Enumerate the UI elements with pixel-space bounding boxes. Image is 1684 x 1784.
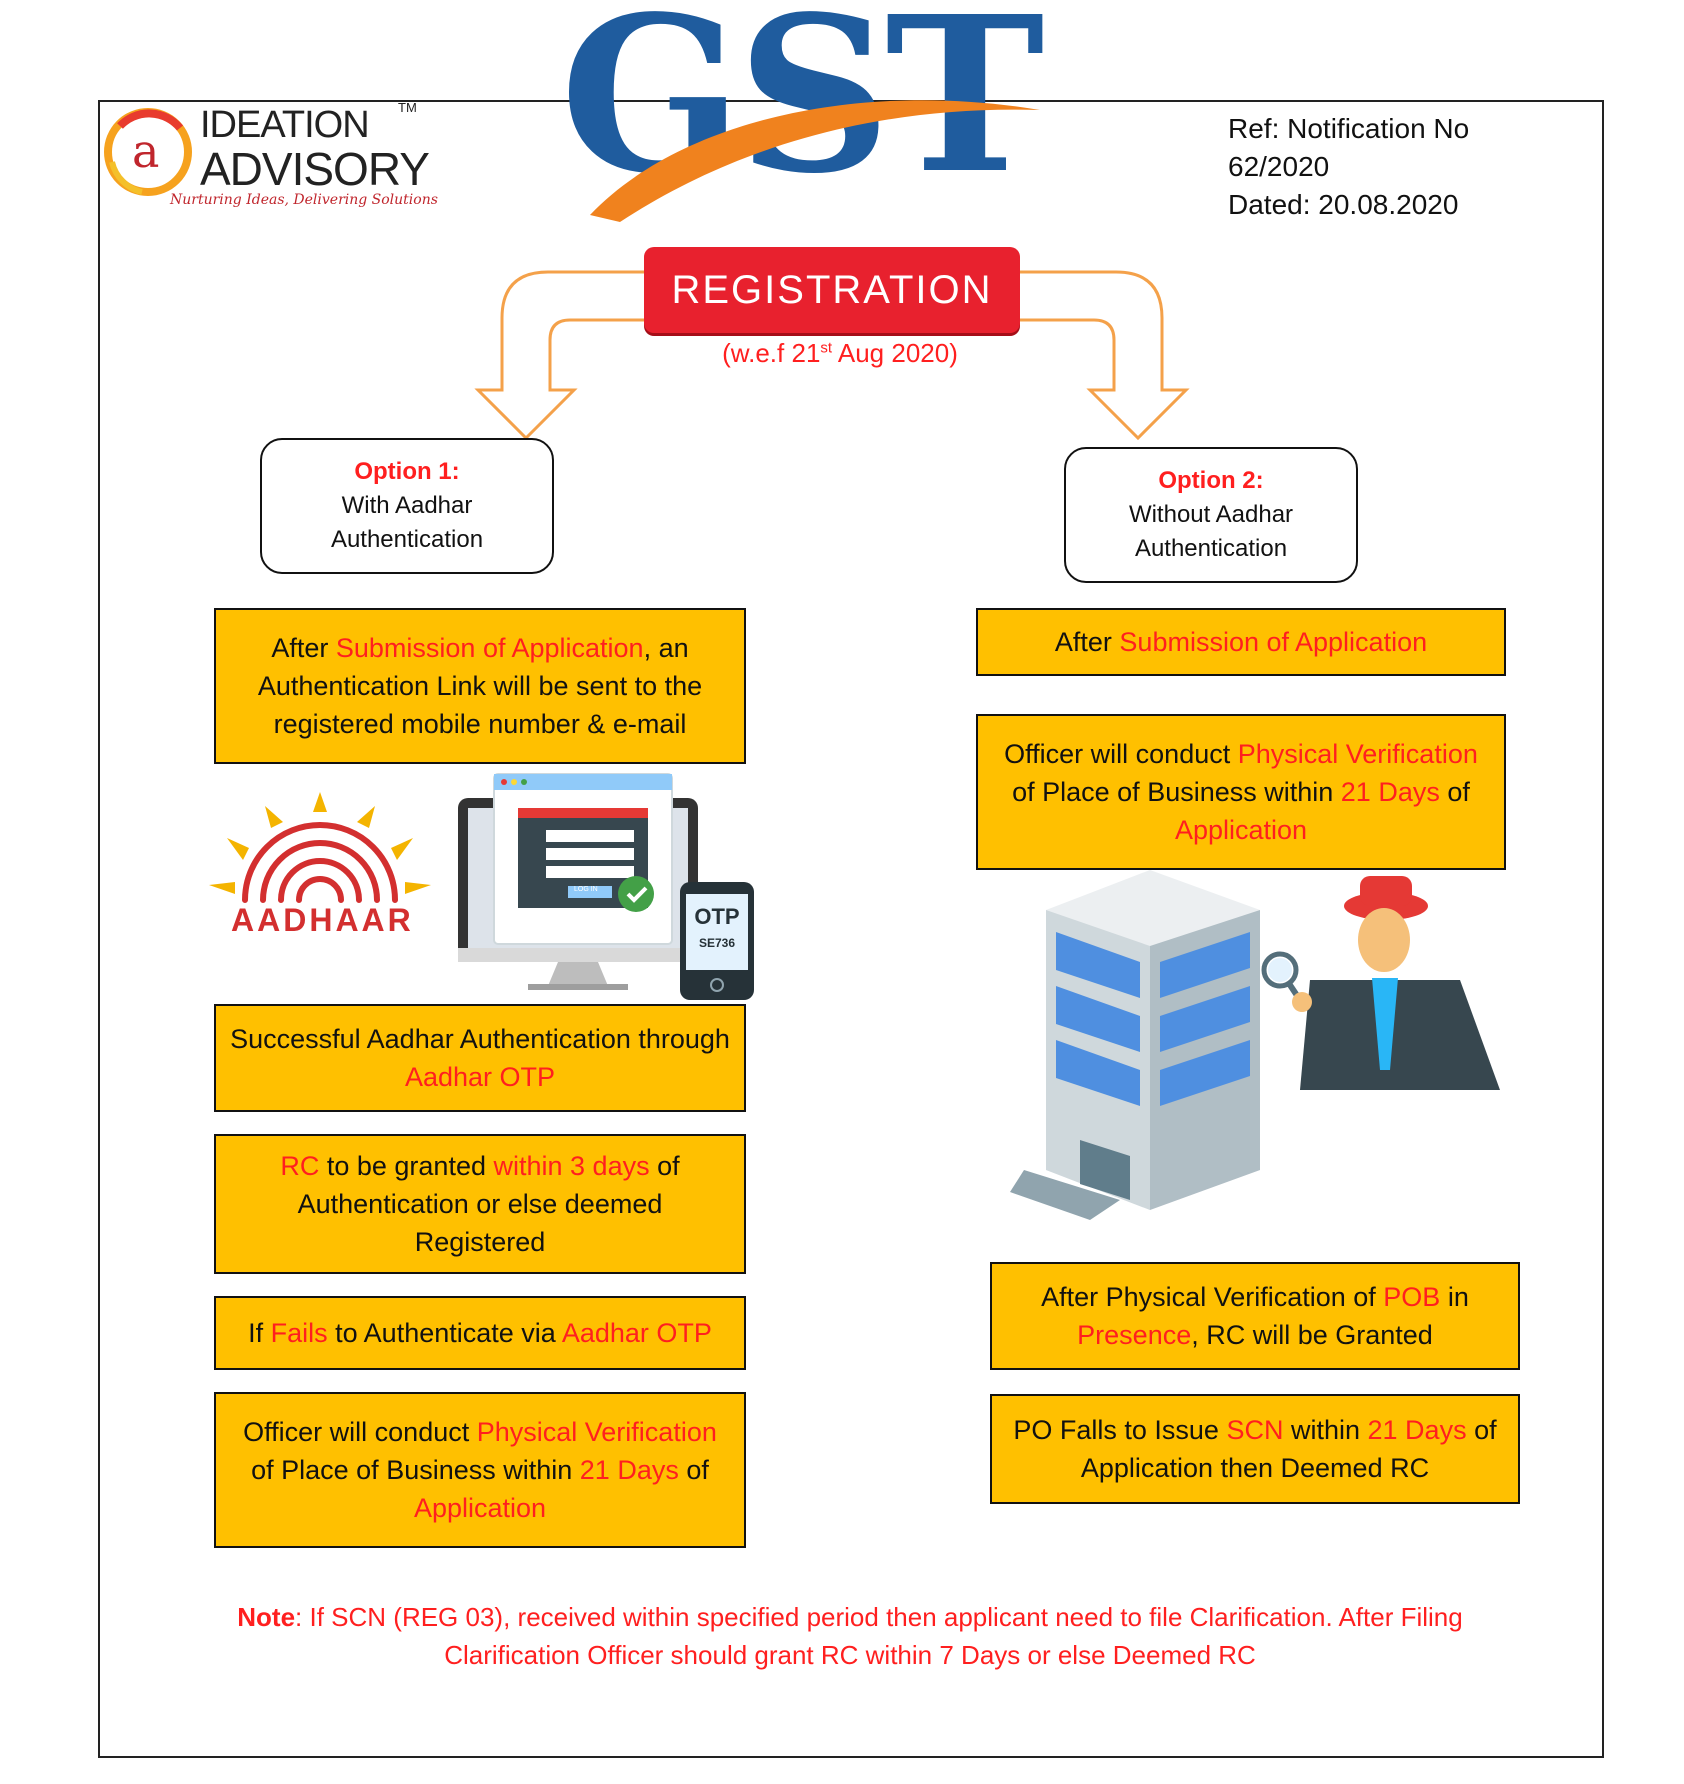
wef-prefix: (w.e.f 21 [722,338,821,368]
highlight: Submission of Application [335,633,644,663]
otp-phone-illustration: OTP SE736 [680,882,754,1000]
document-frame [98,100,1604,1758]
login-monitor-illustration: LOG IN [458,772,758,1002]
highlight: Submission of Application [1119,627,1428,657]
right-step-submission: After Submission of Application [976,608,1506,676]
right-step-deemed-rc: PO Falls to Issue SCN within 21 Days of … [990,1394,1520,1504]
text: , RC will be Granted [1191,1320,1433,1350]
option-2-line2: Authentication [1134,535,1288,562]
left-step-submission: After Submission of Application, an Auth… [214,608,746,764]
highlight: POB [1383,1282,1441,1312]
text: After [1054,627,1120,657]
text: Officer will conduct [243,1417,477,1447]
logo-line2: ADVISORY [200,143,430,195]
text: to be granted [319,1151,494,1181]
highlight: Fails [270,1318,328,1348]
building-inspector-illustration [1010,870,1500,1220]
text: Officer will conduct [1004,739,1238,769]
right-step-pob-verified: After Physical Verification of POB in Pr… [990,1262,1520,1370]
ideation-advisory-logo: a IDEATION TM ADVISORY Nurturing Ideas, … [100,100,438,210]
wef-superscript: st [820,339,833,357]
left-step-rc-grant: RC to be granted within 3 days of Authen… [214,1134,746,1274]
text: PO Falls to Issue [1013,1415,1227,1445]
aadhaar-sun-fingerprint-icon [209,792,431,903]
ref-dated: Dated: 20.08.2020 [1228,189,1459,220]
highlight: 21 Days [1340,777,1440,807]
text: Successful Aadhar Authentication through [230,1024,730,1054]
gst-swoosh-icon [590,100,1040,222]
option-2-title: Option 2: [1158,467,1264,494]
computer-login-icon [458,773,698,990]
option-2-box: Option 2: Without Aadhar Authentication [1064,447,1358,583]
text: , an Authentication Link will be sent to… [257,633,703,739]
left-step-fails: If Fails to Authenticate via Aadhar OTP [214,1296,746,1370]
text: After Physical Verification of [1041,1282,1384,1312]
option-1-title: Option 1: [354,458,460,485]
logo-tm: TM [398,100,417,115]
right-step-physical-verification: Officer will conduct Physical Verificati… [976,714,1506,870]
text: of Application then Deemed RC [1080,1415,1497,1483]
registration-banner: REGISTRATION [644,247,1020,333]
footnote: Note: If SCN (REG 03), received within s… [180,1598,1520,1674]
detective-inspector-icon [1261,876,1500,1090]
highlight: RC [280,1151,320,1181]
note-label: Note [237,1602,296,1632]
logo-line1: IDEATION [200,104,370,146]
left-step-otp-success: Successful Aadhar Authentication through… [214,1004,746,1112]
otp-code: SE736 [698,936,736,950]
highlight: Application [413,1493,547,1523]
highlight: SCN [1226,1415,1284,1445]
option-1-line2: Authentication [330,526,484,553]
note-text: : If SCN (REG 03), received within speci… [295,1602,1463,1670]
gst-title-art: GST [560,0,1090,230]
text: of [1439,777,1470,807]
highlight: 21 Days [579,1455,679,1485]
highlight: Physical Verification [476,1417,717,1447]
split-arrows-icon [474,270,1190,441]
wef-suffix: Aug 2020) [832,338,958,368]
login-button-label: LOG IN [574,886,598,893]
left-step-physical-verification: Officer will conduct Physical Verificati… [214,1392,746,1548]
text: After [271,633,336,663]
aadhaar-label: AADHAAR [231,902,414,938]
highlight: Application [1174,815,1308,845]
highlight: 21 Days [1367,1415,1467,1445]
text: in [1440,1282,1469,1312]
text: If [248,1318,271,1348]
option-1-box: Option 1: With Aadhar Authentication [260,438,554,574]
office-building-icon [1010,870,1260,1220]
aadhaar-logo: AADHAAR [205,790,435,940]
reference-block: Ref: Notification No 62/2020 Dated: 20.0… [1228,110,1578,224]
logo-tagline: Nurturing Ideas, Delivering Solutions [170,192,438,208]
logo-letter: a [132,124,160,178]
text: within [1283,1415,1368,1445]
option-2-line1: Without Aadhar [1128,501,1294,528]
phone-home-button-icon [710,978,724,992]
text: of [678,1455,709,1485]
effective-date: (w.e.f 21st Aug 2020) [700,338,980,369]
logo-circle-icon [104,108,192,196]
highlight: Aadhar OTP [404,1062,556,1092]
text: of Authentication or else deemed Registe… [297,1151,680,1257]
highlight: within 3 days [493,1151,650,1181]
option-1-line1: With Aadhar [341,492,473,519]
highlight: Presence [1077,1320,1192,1350]
highlight: Physical Verification [1237,739,1478,769]
text: to Authenticate via [327,1318,562,1348]
text: of Place of Business within [1012,777,1341,807]
phone-screen [686,894,748,970]
ref-notification: Ref: Notification No 62/2020 [1228,113,1470,182]
highlight: Aadhar OTP [561,1318,712,1348]
otp-label: OTP [694,904,740,929]
text: of Place of Business within [251,1455,580,1485]
